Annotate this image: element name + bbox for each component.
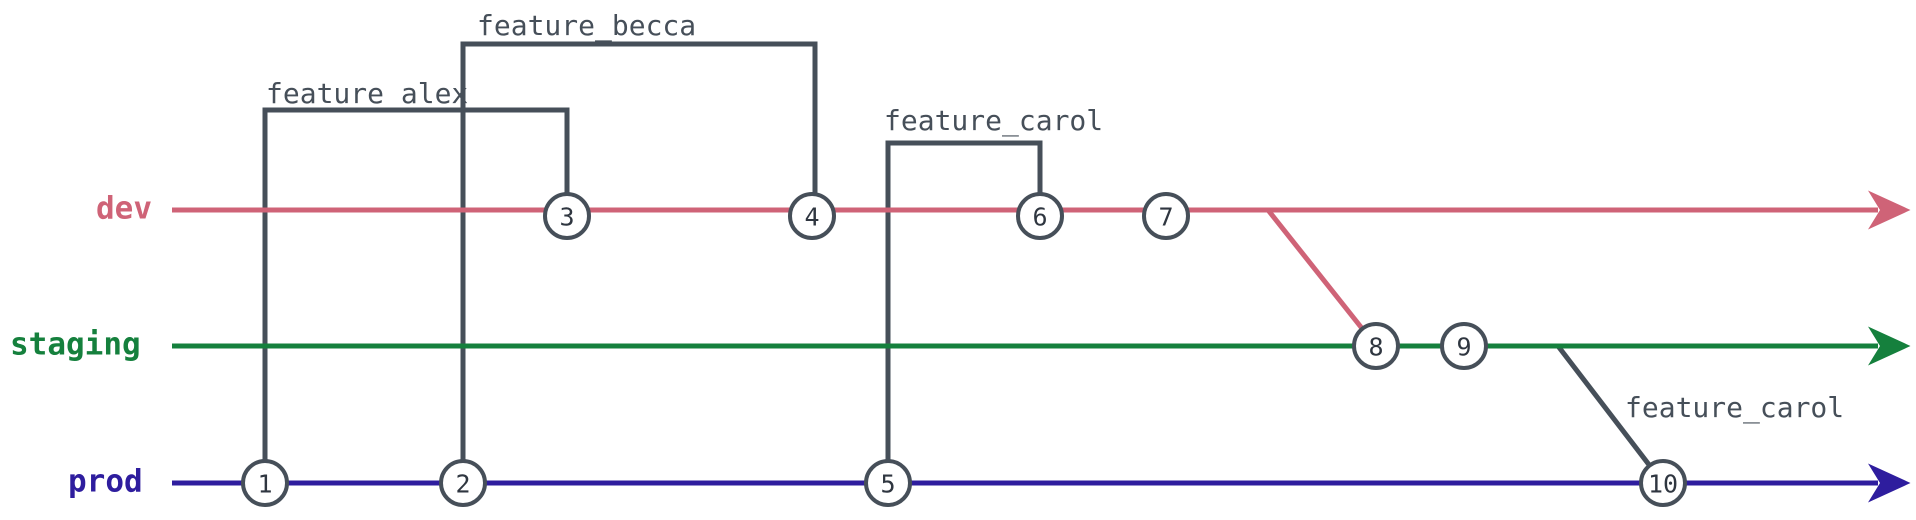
commit-node-10[interactable]: 10 — [1639, 459, 1687, 507]
commit-node-4[interactable]: 4 — [788, 192, 836, 240]
commit-node-6[interactable]: 6 — [1016, 192, 1064, 240]
feature-label-feature-becca: feature_becca — [477, 9, 696, 43]
commit-circle-1[interactable] — [241, 459, 289, 507]
commit-circle-10[interactable] — [1639, 459, 1687, 507]
commit-circle-6[interactable] — [1016, 192, 1064, 240]
commit-label-3: 3 — [559, 203, 574, 232]
feature-branch-layer — [262, 41, 1665, 485]
commit-circle-7[interactable] — [1142, 192, 1190, 240]
commit-node-1[interactable]: 1 — [241, 459, 289, 507]
commit-node-3[interactable]: 3 — [543, 192, 591, 240]
commit-label-7: 7 — [1158, 203, 1173, 232]
merge-line-layer — [1266, 208, 1378, 348]
feature-branch-path-feature-becca — [460, 41, 818, 483]
branch-line-layer — [172, 190, 1911, 503]
feature-branch-path-feature-carol-2 — [1556, 344, 1665, 485]
commit-node-9[interactable]: 9 — [1440, 322, 1488, 370]
branch-label-staging: staging — [10, 327, 141, 363]
branch-label-dev: dev — [96, 191, 152, 227]
commit-circle-3[interactable] — [543, 192, 591, 240]
commit-node-7[interactable]: 7 — [1142, 192, 1190, 240]
commit-circle-4[interactable] — [788, 192, 836, 240]
feature-branch-path-feature-alex — [262, 107, 570, 483]
commit-node-2[interactable]: 2 — [439, 459, 487, 507]
commit-circle-2[interactable] — [439, 459, 487, 507]
commit-label-8: 8 — [1368, 333, 1383, 362]
commit-label-6: 6 — [1032, 203, 1047, 232]
commit-label-5: 5 — [880, 470, 895, 499]
feature-label-feature-alex: feature_alex — [266, 77, 468, 111]
feature-label-layer: feature_alex feature_becca feature_carol… — [266, 9, 1844, 425]
branch-label-layer: dev staging prod — [10, 191, 152, 500]
commit-node-5[interactable]: 5 — [864, 459, 912, 507]
commit-circle-5[interactable] — [864, 459, 912, 507]
feature-label-feature-carol-1: feature_carol — [884, 104, 1103, 138]
feature-label-feature-carol-2: feature_carol — [1625, 391, 1844, 425]
branch-label-prod: prod — [68, 464, 143, 500]
commit-circle-9[interactable] — [1440, 322, 1488, 370]
commit-label-1: 1 — [257, 470, 272, 499]
commit-label-2: 2 — [455, 470, 470, 499]
commit-circle-8[interactable] — [1352, 322, 1400, 370]
commit-label-9: 9 — [1456, 333, 1471, 362]
commit-node-8[interactable]: 8 — [1352, 322, 1400, 370]
commit-label-4: 4 — [804, 203, 819, 232]
commit-node-layer: 1 2 3 4 5 6 7 — [241, 192, 1687, 507]
feature-branch-path-feature-carol-1 — [885, 140, 1043, 483]
merge-line-dev-to-staging — [1266, 208, 1378, 348]
commit-label-10: 10 — [1648, 470, 1678, 499]
